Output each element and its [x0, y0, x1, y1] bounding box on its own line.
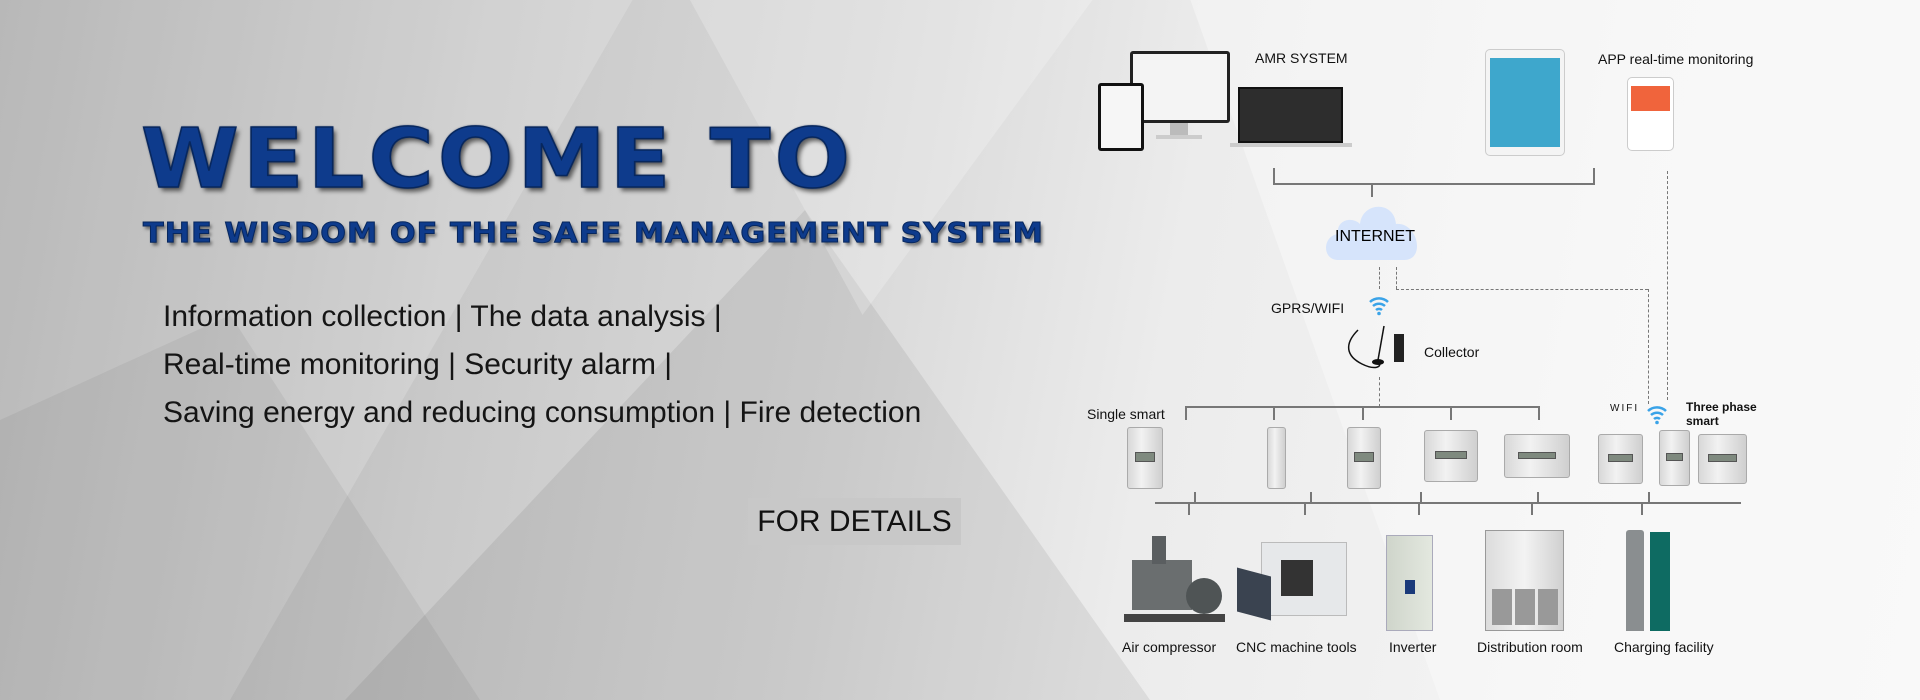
welcome-title: WELCOME TO: [140, 111, 855, 208]
connector-line: [1420, 492, 1422, 502]
meter-image: [1267, 427, 1286, 489]
air-compressor-image: [1124, 530, 1225, 631]
collector-image: [1344, 324, 1414, 374]
dashed-connector: [1667, 171, 1668, 400]
connector-line: [1310, 492, 1312, 502]
connector-line: [1304, 503, 1306, 515]
connector-line: [1362, 406, 1364, 420]
connector-line: [1194, 492, 1196, 502]
connector-line: [1648, 492, 1650, 502]
connector-line: [1537, 492, 1539, 502]
feature-line: Real-time monitoring | Security alarm |: [163, 348, 673, 381]
wifi-icon: [1647, 406, 1667, 425]
amr-devices-image: [1098, 51, 1353, 153]
meter-image: [1424, 430, 1478, 482]
for-details-button[interactable]: FOR DETAILS: [748, 498, 961, 545]
bus-line: [1155, 502, 1741, 504]
dashed-connector: [1396, 267, 1397, 289]
equipment-label: Inverter: [1389, 639, 1437, 655]
feature-line: Information collection | The data analys…: [163, 300, 722, 333]
connector-line: [1538, 406, 1540, 420]
charging-facility-image: [1626, 530, 1674, 631]
welcome-subtitle: THE WISDOM OF THE SAFE MANAGEMENT SYSTEM: [142, 216, 1044, 250]
meter-image: [1659, 430, 1690, 486]
equipment-label: CNC machine tools: [1236, 639, 1357, 655]
connector-line: [1418, 503, 1420, 515]
dashed-connector: [1379, 377, 1380, 407]
meter-image: [1127, 427, 1163, 489]
phone-image: [1627, 77, 1674, 151]
connector-line: [1273, 168, 1275, 185]
equipment-label: Air compressor: [1122, 639, 1217, 655]
cnc-machine-image: [1237, 542, 1347, 624]
cloud-icon: [1322, 196, 1423, 261]
internet-label: INTERNET: [1335, 228, 1415, 245]
dashed-connector: [1396, 289, 1648, 290]
connector-line: [1531, 503, 1533, 515]
single-smart-label: Single smart: [1087, 406, 1165, 422]
dashed-connector: [1648, 289, 1649, 404]
connector-line: [1450, 406, 1452, 420]
wifi-label: WIFI: [1610, 403, 1640, 414]
collector-label: Collector: [1424, 344, 1480, 360]
distribution-room-image: [1485, 530, 1564, 631]
connector-line: [1641, 503, 1643, 515]
connector-line: [1273, 406, 1275, 420]
meter-image: [1347, 427, 1381, 489]
connector-line: [1371, 183, 1373, 197]
connector-line: [1188, 503, 1190, 515]
dashed-connector: [1379, 267, 1380, 289]
three-phase-label: Three phase: [1686, 400, 1757, 414]
app-monitoring-label: APP real-time monitoring: [1598, 51, 1754, 67]
meter-image: [1598, 434, 1643, 484]
meter-image: [1698, 434, 1747, 484]
wifi-icon: [1369, 297, 1389, 316]
connector-line: [1593, 168, 1595, 185]
three-phase-label: smart: [1686, 414, 1719, 428]
connector-line: [1185, 406, 1187, 420]
equipment-label: Distribution room: [1477, 639, 1583, 655]
amr-system-label: AMR SYSTEM: [1255, 50, 1348, 66]
feature-line: Saving energy and reducing consumption |…: [163, 396, 922, 429]
equipment-label: Charging facility: [1614, 639, 1714, 655]
meter-image: [1504, 434, 1570, 478]
connector-line: [1273, 183, 1595, 185]
gprs-wifi-label: GPRS/WIFI: [1271, 300, 1345, 316]
inverter-image: [1386, 535, 1433, 631]
tablet-image: [1485, 49, 1565, 156]
